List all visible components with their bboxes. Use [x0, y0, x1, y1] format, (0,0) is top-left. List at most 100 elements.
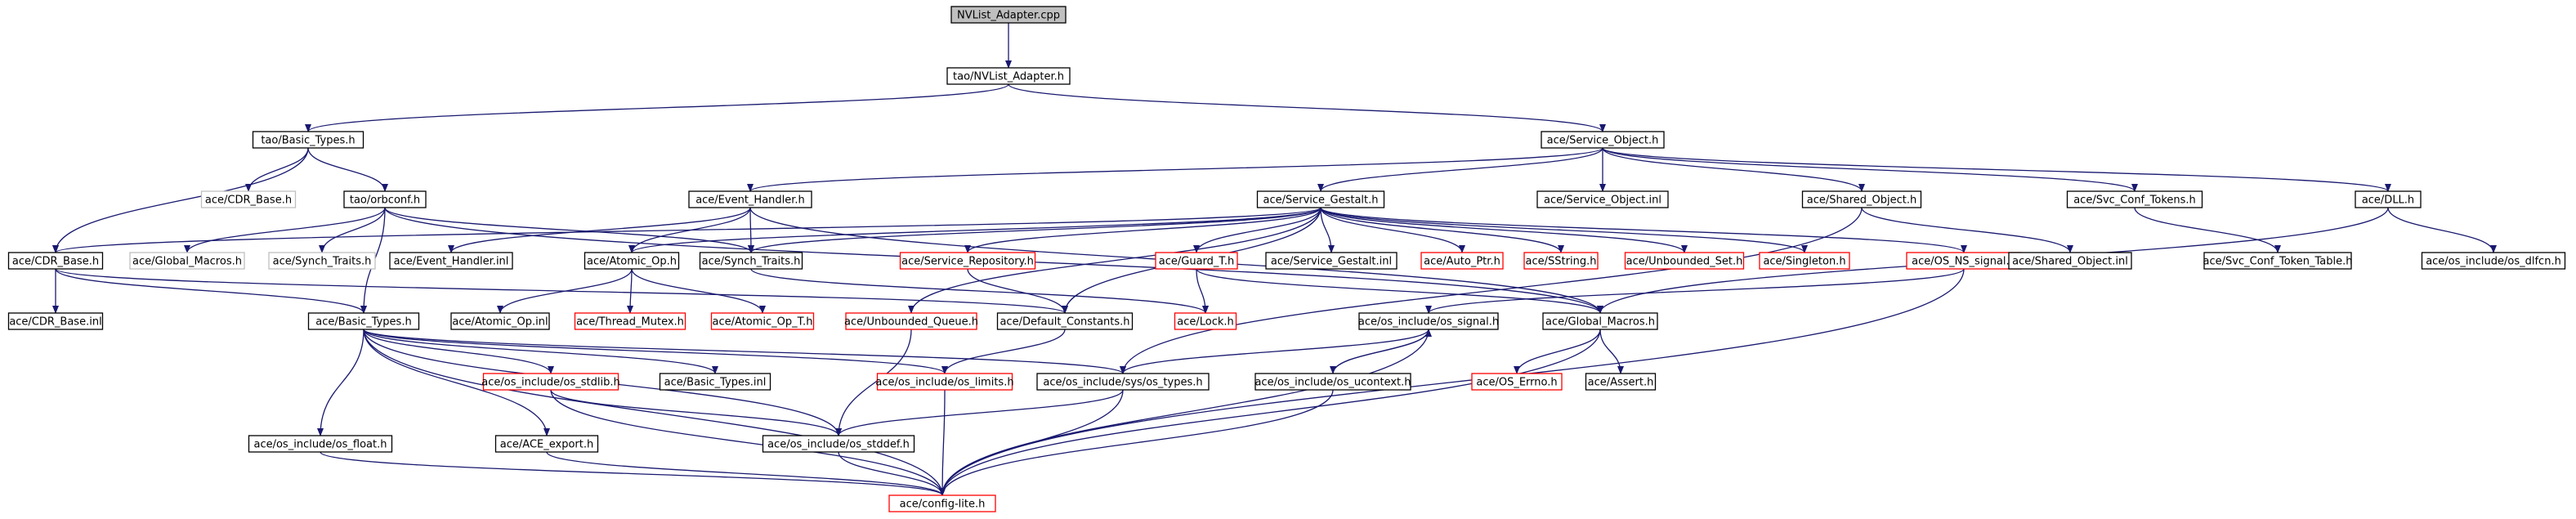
edge-n7-n19 — [1193, 207, 1322, 253]
node-n10[interactable]: ace/Svc_Conf_Tokens.h — [2066, 190, 2203, 208]
edge-n37-n49 — [939, 329, 1429, 496]
edge-n19-n36 — [1196, 268, 1209, 314]
node-n39[interactable]: ace/os_include/os_stdlib.h — [481, 373, 620, 391]
node-n44[interactable]: ace/OS_Errno.h — [1471, 373, 1563, 391]
node-n46[interactable]: ace/os_include/os_float.h — [248, 435, 393, 453]
edge-n3-n9 — [1602, 147, 1865, 192]
node-n43[interactable]: ace/os_include/os_ucontext.h — [1254, 373, 1411, 391]
node-box — [252, 131, 364, 149]
edge-n16-n32 — [627, 268, 634, 314]
edge-n30-n47 — [363, 329, 550, 436]
node-label: ace/CDR_Base.h — [205, 195, 292, 207]
node-box — [574, 312, 686, 330]
edge-n7-n34 — [908, 207, 1322, 314]
node-n42[interactable]: ace/os_include/sys/os_types.h — [1036, 373, 1210, 391]
node-n11[interactable]: ace/DLL.h — [2355, 190, 2422, 208]
node-label: ace/Synch_Traits.h — [702, 256, 801, 268]
node-n20[interactable]: ace/Service_Gestalt.inl — [1265, 252, 1398, 270]
node-n33[interactable]: ace/Atomic_Op_T.h — [710, 312, 815, 330]
node-label: ace/Service_Object.inl — [1544, 195, 1661, 207]
node-box — [1256, 190, 1385, 208]
node-n8[interactable]: ace/Service_Object.inl — [1536, 190, 1669, 208]
node-n22[interactable]: ace/SString.h — [1523, 252, 1599, 270]
node-label: ace/Auto_Ptr.h — [1424, 256, 1500, 268]
node-n38[interactable]: ace/Global_Macros.h — [1542, 312, 1658, 330]
node-box — [268, 252, 376, 270]
node-label: ace/Unbounded_Queue.h — [844, 316, 978, 329]
node-label: NVList_Adapter.cpp — [957, 10, 1060, 22]
edge-n30-n42 — [363, 329, 1126, 374]
edge-n6-n17 — [747, 207, 754, 253]
node-n27[interactable]: ace/Svc_Conf_Token_Table.h — [2203, 252, 2353, 270]
node-n1[interactable]: tao/NVList_Adapter.h — [946, 67, 1071, 85]
edge-n7-n17 — [748, 207, 1322, 253]
node-label: ace/os_include/os_signal.h — [1358, 316, 1499, 329]
edge-n1-n3 — [1008, 83, 1606, 132]
node-n25[interactable]: ace/OS_NS_signal.h — [1906, 252, 2022, 270]
node-n14[interactable]: ace/Synch_Traits.h — [268, 252, 376, 270]
edge-n1-n2 — [305, 83, 1009, 132]
node-n26[interactable]: ace/Shared_Object.inl — [2008, 252, 2132, 270]
edge-n39-n49 — [550, 389, 946, 496]
node-label: ace/Basic_Types.inl — [664, 377, 767, 389]
node-box — [1536, 190, 1669, 208]
edge-n3-n11 — [1602, 147, 2391, 192]
node-n2[interactable]: tao/Basic_Types.h — [252, 131, 364, 149]
node-n7[interactable]: ace/Service_Gestalt.h — [1256, 190, 1385, 208]
edge-n37-n42 — [1120, 329, 1429, 374]
node-n23[interactable]: ace/Unbounded_Set.h — [1624, 252, 1745, 270]
node-n36[interactable]: ace/Lock.h — [1174, 312, 1237, 330]
node-n48[interactable]: ace/os_include/os_stddef.h — [762, 435, 915, 453]
node-box — [2355, 190, 2422, 208]
node-n6[interactable]: ace/Event_Handler.h — [688, 190, 812, 208]
edge-n30-n39 — [363, 329, 554, 374]
node-box — [1759, 252, 1850, 270]
node-n32[interactable]: ace/Thread_Mutex.h — [574, 312, 686, 330]
node-label: ace/Svc_Conf_Tokens.h — [2073, 195, 2196, 207]
node-n41[interactable]: ace/os_include/os_limits.h — [875, 373, 1014, 391]
node-label: ace/Assert.h — [1588, 377, 1654, 389]
node-box — [584, 252, 680, 270]
edge-n3-n10 — [1602, 147, 2138, 192]
node-n49[interactable]: ace/config-lite.h — [888, 494, 996, 512]
node-label: ace/CDR_Base.inl — [9, 316, 101, 329]
node-n12[interactable]: ace/CDR_Base.h — [7, 252, 104, 270]
edge-n2-n4 — [245, 147, 309, 192]
edge-n46-n49 — [320, 451, 946, 496]
node-label: ace/os_include/os_ucontext.h — [1254, 377, 1411, 389]
node-label: ace/os_include/sys/os_types.h — [1043, 377, 1202, 389]
node-n37[interactable]: ace/os_include/os_signal.h — [1358, 312, 1499, 330]
node-n28[interactable]: ace/os_include/os_dlfcn.h — [2421, 252, 2566, 270]
node-box — [876, 373, 1013, 391]
node-label: ace/Lock.h — [1177, 316, 1234, 329]
node-n21[interactable]: ace/Auto_Ptr.h — [1420, 252, 1504, 270]
node-n19[interactable]: ace/Guard_T.h — [1155, 252, 1238, 270]
node-n34[interactable]: ace/Unbounded_Queue.h — [844, 312, 978, 330]
node-box — [2066, 190, 2203, 208]
edge-n39-n48 — [550, 389, 842, 436]
node-label: ace/Singleton.h — [1763, 256, 1845, 268]
node-n35[interactable]: ace/Default_Constants.h — [996, 312, 1134, 330]
node-label: ace/Atomic_Op.inl — [452, 316, 548, 329]
node-n13[interactable]: ace/Global_Macros.h — [129, 252, 245, 270]
node-box — [2008, 252, 2132, 270]
node-n40[interactable]: ace/Basic_Types.inl — [659, 373, 771, 391]
node-n29[interactable]: ace/CDR_Base.inl — [7, 312, 104, 330]
node-n5[interactable]: tao/orbconf.h — [343, 190, 427, 208]
node-n15[interactable]: ace/Event_Handler.inl — [389, 252, 513, 270]
node-n30[interactable]: ace/Basic_Types.h — [307, 312, 420, 330]
node-n0[interactable]: NVList_Adapter.cpp — [950, 6, 1067, 24]
node-n9[interactable]: ace/Shared_Object.h — [1801, 190, 1922, 208]
edge-n25-n37 — [1425, 268, 1965, 314]
node-n4[interactable]: ace/CDR_Base.h — [200, 190, 297, 208]
node-n17[interactable]: ace/Synch_Traits.h — [699, 252, 803, 270]
node-n47[interactable]: ace/ACE_export.h — [494, 435, 599, 453]
node-n16[interactable]: ace/Atomic_Op.h — [584, 252, 680, 270]
node-n3[interactable]: ace/Service_Object.h — [1541, 131, 1665, 149]
node-n18[interactable]: ace/Service_Repository.h — [899, 252, 1036, 270]
nodes-layer: NVList_Adapter.cpp tao/NVList_Adapter.hta… — [7, 6, 2566, 512]
node-n31[interactable]: ace/Atomic_Op.inl — [450, 312, 550, 330]
node-n24[interactable]: ace/Singleton.h — [1759, 252, 1850, 270]
node-n45[interactable]: ace/Assert.h — [1585, 373, 1657, 391]
node-label: ace/DLL.h — [2362, 195, 2414, 207]
